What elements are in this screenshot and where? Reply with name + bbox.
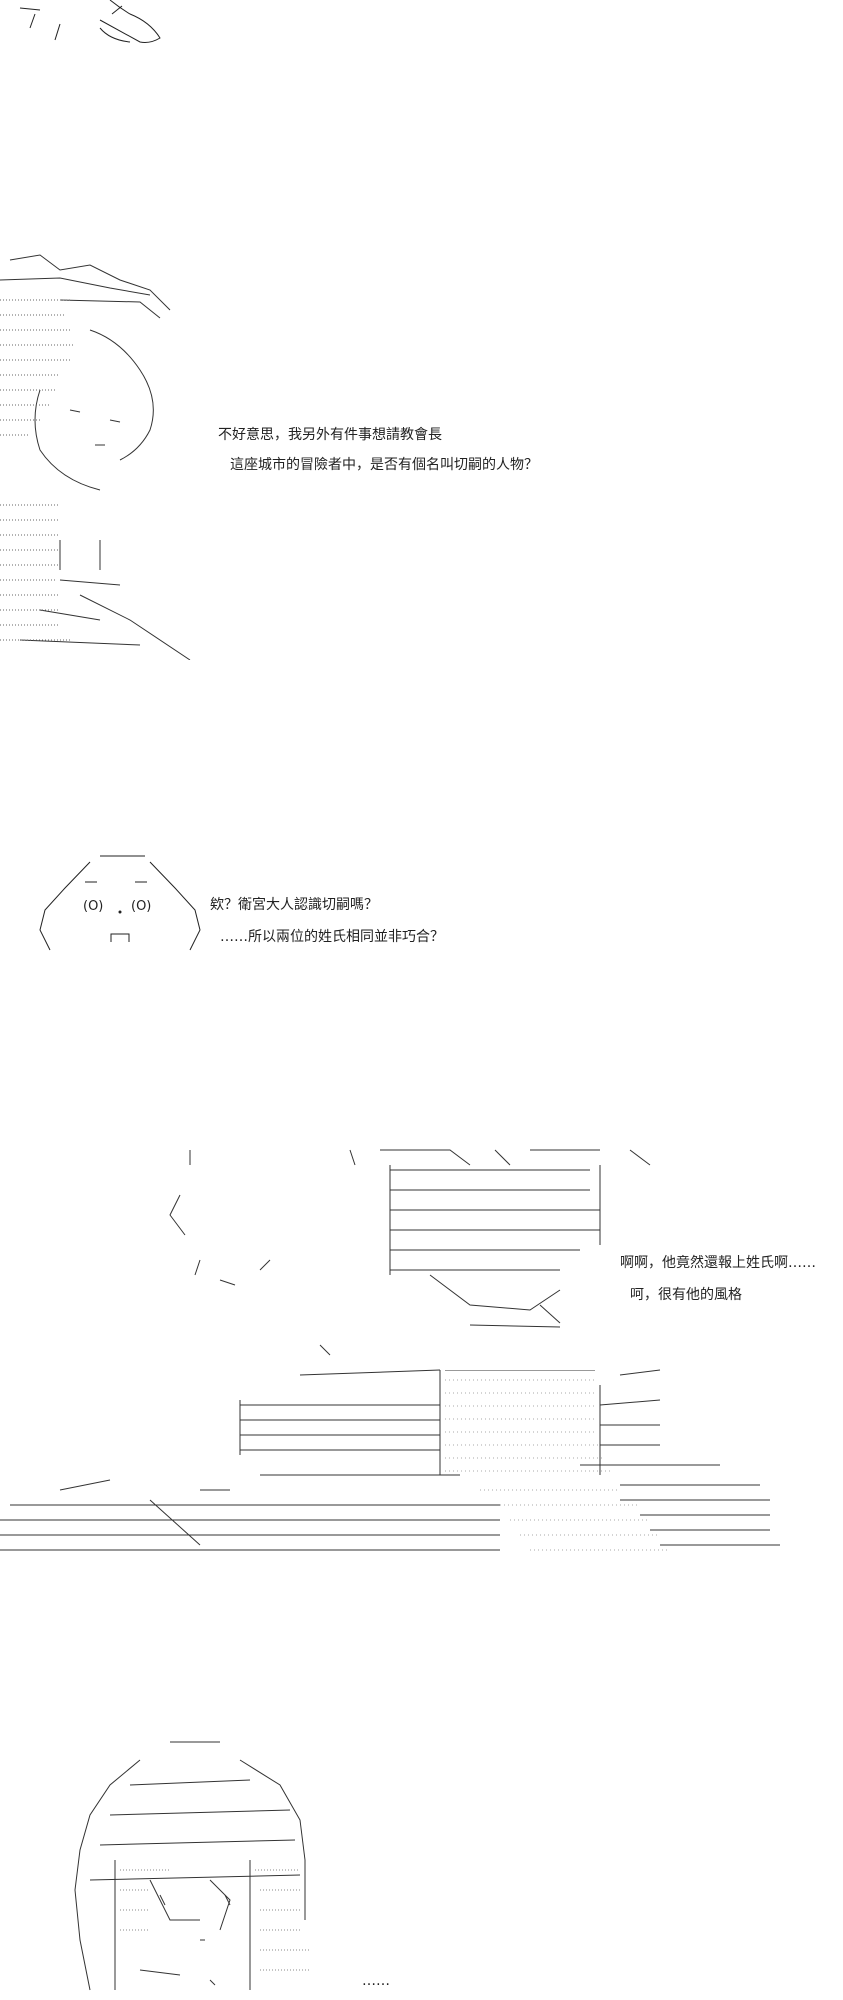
ascii-art-scene-drawing xyxy=(0,1149,780,1551)
dialogue-line: 呵，很有他的風格 xyxy=(630,1287,742,1303)
ascii-art-scene xyxy=(0,1145,780,1565)
dialogue-panel-2: 不好意思，我另外有件事想請教會長 這座城市的冒險者中，是否有個名叫切嗣的人物？ xyxy=(218,426,538,474)
dialogue-line: 啊啊，他竟然還報上姓氏啊…… xyxy=(620,1255,816,1271)
ascii-art-character-1-drawing xyxy=(0,254,191,660)
ascii-art-character-2-drawing xyxy=(74,1741,310,1991)
ascii-art-face: (O) (O) xyxy=(35,850,205,960)
dialogue-line: 欸？衛宮大人認識切嗣嗎？ xyxy=(210,897,378,913)
dialogue-line: 這座城市的冒險者中，是否有個名叫切嗣的人物？ xyxy=(230,457,538,473)
dialogue-line: …… xyxy=(362,1973,390,1989)
ascii-art-character-2 xyxy=(50,1740,350,2000)
dialogue-line: ……所以兩位的姓氏相同並非巧合？ xyxy=(220,929,444,945)
ascii-art-fragment-top-drawing xyxy=(19,0,161,43)
svg-text:(O): (O) xyxy=(131,899,151,914)
dialogue-panel-3: 欸？衛宮大人認識切嗣嗎？ ……所以兩位的姓氏相同並非巧合？ xyxy=(210,896,444,946)
dialogue-line: 不好意思，我另外有件事想請教會長 xyxy=(218,427,442,443)
ascii-art-face-drawing: (O) (O) xyxy=(39,855,201,951)
ascii-art-character-1 xyxy=(0,240,210,660)
dialogue-panel-4: 啊啊，他竟然還報上姓氏啊…… 呵，很有他的風格 xyxy=(620,1254,816,1304)
dialogue-panel-5: …… xyxy=(362,1972,390,1990)
ascii-art-fragment-top xyxy=(0,0,180,60)
svg-text:(O): (O) xyxy=(83,899,103,914)
